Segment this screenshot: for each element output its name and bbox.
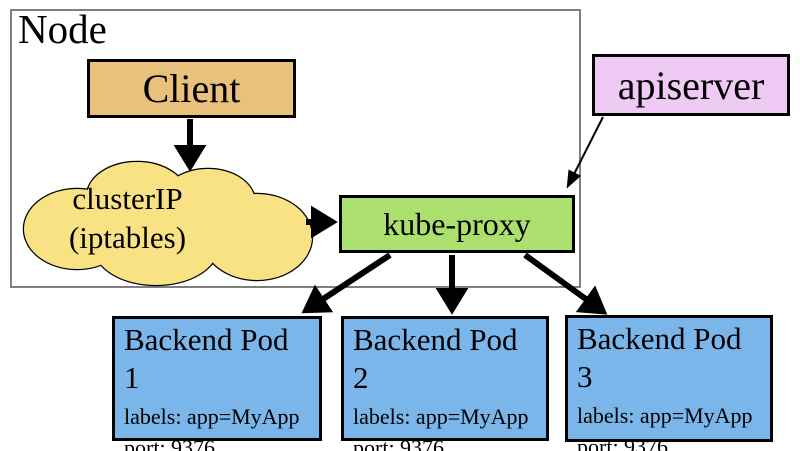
client-label: Client: [142, 66, 241, 111]
pod-title: Backend Pod 1: [124, 322, 289, 395]
kube-proxy-label: kube-proxy: [383, 205, 531, 242]
backend-pod-1-box: Backend Pod 1 labels: app=MyApp port: 93…: [112, 316, 322, 451]
apiserver-label: apiserver: [617, 62, 765, 108]
pod-title: Backend Pod 3: [577, 321, 742, 394]
clusterip-label: clusterIP: [72, 181, 183, 216]
clusterip-cloud-icon: [22, 160, 314, 287]
client-box: Client: [87, 59, 296, 118]
clusterip-cloud-label: clusterIP (iptables): [35, 179, 220, 257]
pod-title: Backend Pod 2: [353, 322, 518, 395]
pod-port: port: 9376: [577, 434, 669, 451]
iptables-label: (iptables): [68, 220, 187, 255]
node-label: Node: [18, 6, 107, 52]
pod-port: port: 9376: [353, 435, 445, 451]
pod-labels: labels: app=MyApp: [124, 404, 300, 429]
backend-pod-3-box: Backend Pod 3 labels: app=MyApp port: 93…: [565, 315, 773, 451]
kube-proxy-box: kube-proxy: [339, 195, 575, 253]
pod-labels: labels: app=MyApp: [577, 403, 753, 428]
pod-labels: labels: app=MyApp: [353, 404, 529, 429]
backend-pod-2-box: Backend Pod 2 labels: app=MyApp port: 93…: [341, 316, 549, 451]
pod-port: port: 9376: [124, 435, 216, 451]
apiserver-box: apiserver: [592, 54, 790, 116]
